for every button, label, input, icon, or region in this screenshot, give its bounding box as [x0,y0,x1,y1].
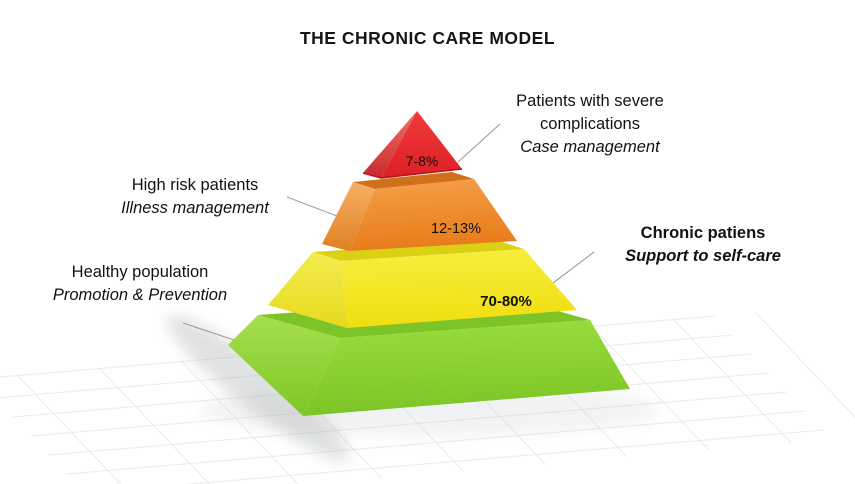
yellow-top-face [313,240,524,261]
percent-severe: 7-8% [406,153,439,169]
label-severe-title: Patients with severe complications [516,92,664,133]
label-healthy-title: Healthy population [71,263,209,281]
label-chronic-subtitle: Support to self-care [625,247,781,265]
callout-severe [457,123,501,163]
label-high-risk-subtitle: Illness management [121,199,269,217]
orange-left-face [322,182,375,251]
tier-chronic-yellow [268,240,577,328]
callout-chronic [548,251,595,287]
red-left-face [363,111,417,178]
label-chronic-patients: Chronic patiens Support to self-care [593,222,813,268]
yellow-front-face [341,249,577,328]
red-base-edge [362,168,463,179]
page-title: THE CHRONIC CARE MODEL [299,28,556,48]
orange-top-face [353,172,474,189]
label-severe-complications: Patients with severe complications Case … [480,90,700,159]
green-left-face [228,315,340,416]
tier-highrisk-orange [322,172,517,251]
red-front-face [381,111,462,178]
green-front-face [303,320,630,416]
percent-chronic: 70-80% [480,293,532,310]
label-severe-subtitle: Case management [520,138,660,156]
label-healthy-population: Healthy population Promotion & Preventio… [20,261,260,307]
label-chronic-title: Chronic patiens [640,224,766,242]
callout-healthy [182,322,241,343]
label-healthy-subtitle: Promotion & Prevention [52,286,228,304]
orange-front-face [349,179,517,251]
label-high-risk-title: High risk patients [131,176,259,194]
label-high-risk: High risk patients Illness management [85,174,305,220]
yellow-left-face [268,252,347,328]
percent-highrisk: 12-13% [431,221,481,237]
tier-severe-red [362,111,463,179]
